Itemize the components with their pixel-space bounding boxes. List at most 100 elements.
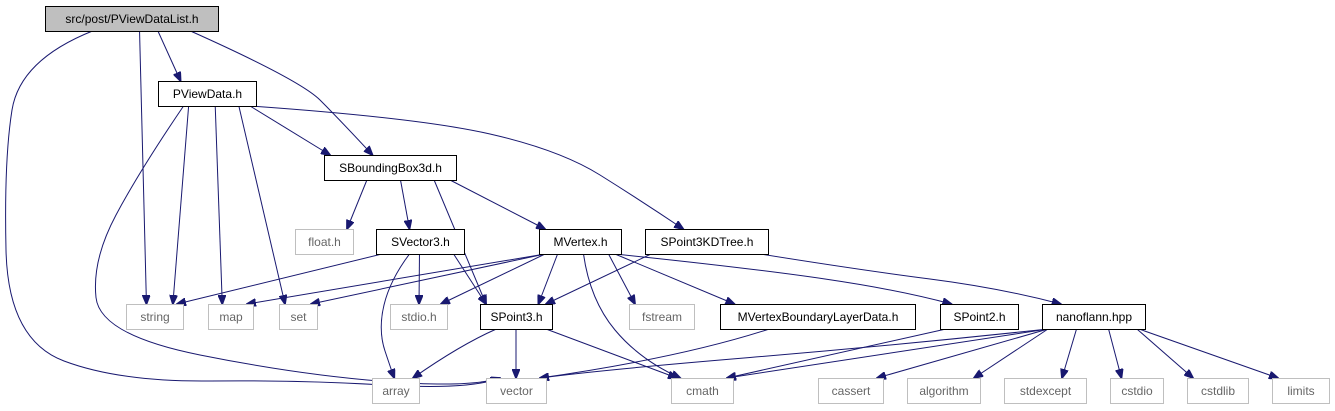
- edge-pviewdata-to-sboundingbox3d: [249, 105, 330, 155]
- node-label: SPoint2.h: [953, 310, 1005, 324]
- edge-mvertex-to-spoint2: [614, 253, 951, 304]
- node-label: MVertex.h: [553, 235, 607, 249]
- node-label: algorithm: [919, 384, 968, 398]
- edge-pviewdata-to-spoint3kdtree: [249, 105, 683, 229]
- edge-nanoflann-to-cstdlib: [1136, 328, 1193, 378]
- node-label: cassert: [832, 384, 871, 398]
- node-box: [324, 155, 457, 181]
- edge-mvertex-to-spoint3: [538, 253, 559, 304]
- edge-nanoflann-to-limits: [1138, 328, 1278, 378]
- edge-mvertex-to-set: [311, 253, 546, 304]
- node-box: [279, 304, 318, 330]
- node-label: SVector3.h: [391, 235, 450, 249]
- edge-sboundingbox3d-to-mvertex: [449, 179, 545, 229]
- node-stdioh: stdio.h: [390, 304, 448, 330]
- node-floath: float.h: [295, 229, 354, 255]
- node-map: map: [208, 304, 254, 330]
- node-box: [158, 81, 257, 107]
- node-algorithm: algorithm: [907, 378, 981, 404]
- node-box: [818, 378, 884, 404]
- edge-mvbld-to-vector: [540, 328, 770, 378]
- edge-sboundingbox3d-to-floath: [347, 179, 368, 229]
- node-label: fstream: [642, 310, 682, 324]
- node-box: [907, 378, 981, 404]
- edge-nanoflann-to-cstdio: [1108, 328, 1122, 378]
- node-box: [629, 304, 695, 330]
- node-box: [480, 304, 553, 330]
- edge-nanoflann-to-stdexcept: [1062, 328, 1078, 378]
- node-fstream: fstream: [629, 304, 695, 330]
- node-pviewdata[interactable]: PViewData.h: [158, 81, 257, 107]
- node-label: nanoflann.hpp: [1056, 310, 1132, 324]
- node-box: [1004, 378, 1087, 404]
- node-label: stdio.h: [401, 310, 436, 324]
- edge-svector3-to-string: [177, 253, 383, 304]
- node-box: [376, 229, 465, 255]
- node-cstdio: cstdio: [1110, 378, 1164, 404]
- edge-pviewdata-to-set: [238, 105, 285, 304]
- node-sboundingbox3d[interactable]: SBoundingBox3d.h: [324, 155, 457, 181]
- node-box: [45, 6, 219, 32]
- node-label: MVertexBoundaryLayerData.h: [738, 310, 899, 324]
- edge-nanoflann-to-cmath: [727, 328, 1049, 378]
- node-mvbld[interactable]: MVertexBoundaryLayerData.h: [720, 304, 916, 330]
- node-box: [720, 304, 916, 330]
- node-box: [645, 229, 769, 255]
- edge-pviewdata-to-string: [173, 105, 190, 304]
- edge-mvertex-to-map: [247, 253, 546, 304]
- node-box: [372, 378, 420, 404]
- node-nanoflann[interactable]: nanoflann.hpp: [1042, 304, 1146, 330]
- node-pviewdatalist[interactable]: src/post/PViewDataList.h: [45, 6, 219, 32]
- node-label: array: [382, 384, 409, 398]
- edge-spoint2-to-cmath: [727, 328, 947, 378]
- node-cassert: cassert: [818, 378, 884, 404]
- nodes-layer: src/post/PViewDataList.hPViewData.hSBoun…: [45, 6, 1330, 404]
- node-spoint2[interactable]: SPoint2.h: [940, 304, 1019, 330]
- node-label: map: [219, 310, 243, 324]
- edge-mvertex-to-cmath: [583, 253, 681, 378]
- node-label: PViewData.h: [173, 87, 242, 101]
- node-label: string: [140, 310, 169, 324]
- edge-pviewdatalist-to-pviewdata: [157, 30, 181, 81]
- node-label: cstdlib: [1201, 384, 1235, 398]
- node-label: vector: [500, 384, 533, 398]
- node-limits: limits: [1272, 378, 1330, 404]
- node-cstdlib: cstdlib: [1187, 378, 1249, 404]
- edge-pviewdata-to-map: [214, 105, 222, 304]
- node-box: [1110, 378, 1164, 404]
- node-box: [671, 378, 734, 404]
- edge-nanoflann-to-algorithm: [974, 328, 1049, 378]
- edge-svector3-to-spoint3: [453, 253, 486, 304]
- node-spoint3kdtree[interactable]: SPoint3KDTree.h: [645, 229, 769, 255]
- edge-sboundingbox3d-to-svector3: [400, 179, 410, 229]
- edge-spoint3-to-cmath: [545, 328, 677, 378]
- node-box: [539, 229, 622, 255]
- node-box: [126, 304, 184, 330]
- node-mvertex[interactable]: MVertex.h: [539, 229, 622, 255]
- node-box: [390, 304, 448, 330]
- edge-spoint3kdtree-to-spoint3: [546, 253, 652, 304]
- node-spoint3[interactable]: SPoint3.h: [480, 304, 553, 330]
- edge-spoint3-to-array: [413, 328, 497, 378]
- node-string: string: [126, 304, 184, 330]
- node-label: cmath: [686, 384, 719, 398]
- node-svector3[interactable]: SVector3.h: [376, 229, 465, 255]
- node-label: SPoint3.h: [490, 310, 542, 324]
- node-label: src/post/PViewDataList.h: [65, 12, 198, 26]
- node-label: limits: [1287, 384, 1314, 398]
- node-box: [1272, 378, 1330, 404]
- edge-mvertex-to-stdioh: [441, 253, 546, 304]
- node-box: [486, 378, 547, 404]
- node-cmath: cmath: [671, 378, 734, 404]
- node-box: [295, 229, 354, 255]
- edge-nanoflann-to-cassert: [877, 328, 1049, 378]
- node-vector: vector: [486, 378, 547, 404]
- edge-pviewdatalist-to-sboundingbox3d: [190, 30, 372, 155]
- node-label: cstdio: [1121, 384, 1153, 398]
- node-stdexcept: stdexcept: [1004, 378, 1087, 404]
- node-label: set: [290, 310, 307, 324]
- edge-nanoflann-to-vector: [540, 328, 1049, 378]
- node-label: stdexcept: [1020, 384, 1072, 398]
- node-array: array: [372, 378, 420, 404]
- node-label: SBoundingBox3d.h: [339, 161, 442, 175]
